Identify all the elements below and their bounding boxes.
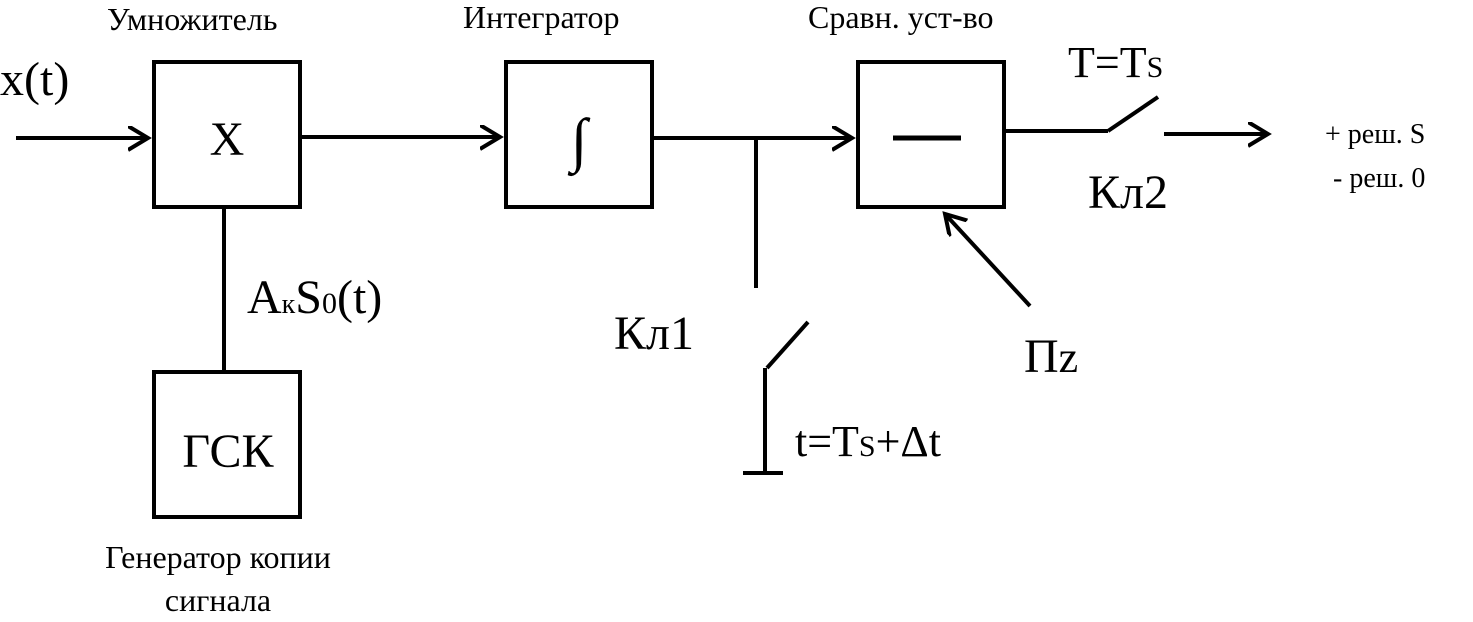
integrator-block <box>504 60 654 209</box>
decision-minus: - реш. 0 <box>1333 163 1425 194</box>
multiplier-symbol: X <box>210 113 245 166</box>
reference-signal-label: AкS0(t) <box>247 271 382 324</box>
input-label: x(t) <box>0 53 69 106</box>
decision-plus: + реш. S <box>1325 119 1425 150</box>
integrator-title: Интегратор <box>463 0 619 35</box>
generator-caption-line2: сигнала <box>165 582 271 617</box>
kl1-label: Кл1 <box>614 307 694 360</box>
threshold-arrow <box>945 214 1032 308</box>
generator-block <box>152 370 302 519</box>
threshold-label: Пz <box>1024 330 1078 383</box>
comparator-block <box>856 60 1006 209</box>
generator-symbol: ГСК <box>182 425 274 478</box>
generator-caption-line1: Генератор копии <box>105 539 331 575</box>
kl2-switch <box>1106 95 1160 133</box>
integrator-symbol: ∫ <box>568 107 591 177</box>
kl2-label: Кл2 <box>1088 166 1168 219</box>
multiplier-block <box>152 60 302 209</box>
kl1-condition: t=TS+Δt <box>795 417 941 466</box>
kl1-switch <box>743 320 810 475</box>
comparator-title: Сравн. уст-во <box>808 0 994 35</box>
multiplier-title: Умножитель <box>107 1 277 37</box>
kl2-condition: T=TS <box>1068 38 1163 87</box>
